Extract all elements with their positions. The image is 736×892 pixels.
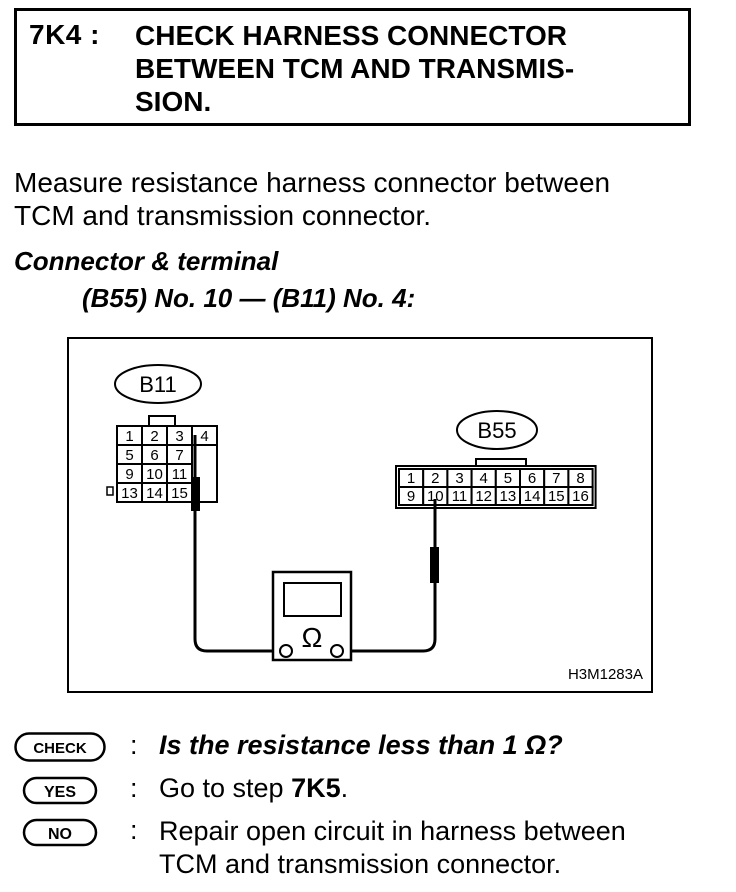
step-title-line: SION. — [135, 86, 212, 117]
b11-pin-number: 5 — [125, 447, 133, 464]
b11-pin-number: 7 — [175, 447, 183, 464]
ohmmeter: Ω — [271, 570, 353, 662]
no-answer: Repair open circuit in harness between T… — [159, 815, 626, 881]
check-badge-label: CHECK — [33, 740, 87, 757]
yes-prefix: Go to step — [159, 773, 292, 803]
yes-step-link[interactable]: 7K5 — [291, 773, 341, 803]
no-answer-line: Repair open circuit in harness between — [159, 816, 626, 846]
b55-pin-number: 16 — [572, 488, 589, 505]
yes-badge: YES — [22, 776, 98, 805]
lead-wire-b55 — [344, 499, 437, 653]
meter-symbol: Ω — [302, 622, 323, 653]
b11-label: B11 — [139, 372, 177, 397]
instruction-line: TCM and transmission connector. — [14, 200, 432, 231]
check-colon: : — [130, 730, 138, 760]
b55-bubble — [456, 410, 538, 450]
b55-pin-number: 4 — [480, 470, 488, 487]
no-answer-line: TCM and transmission connector. — [159, 849, 562, 879]
b55-pin-number: 6 — [528, 470, 536, 487]
no-colon: : — [130, 815, 138, 845]
figure-code: H3M1283A — [568, 666, 643, 683]
b55-pin-number: 3 — [455, 470, 463, 487]
instruction-paragraph: Measure resistance harness connector bet… — [14, 166, 704, 232]
b55-pin-number: 2 — [431, 470, 439, 487]
b11-pin-number: 15 — [171, 485, 188, 502]
b11-pin-number: 13 — [121, 485, 138, 502]
step-title-line: CHECK HARNESS CONNECTOR — [135, 20, 567, 51]
b11-pin-number: 2 — [150, 428, 158, 445]
b11-pin-number: 1 — [125, 428, 133, 445]
yes-badge-label: YES — [44, 784, 76, 801]
step-number: 7K4 : — [29, 19, 100, 50]
b55-pin-number: 11 — [452, 488, 468, 505]
b11-bubble — [114, 364, 202, 404]
spec-value: (B55) No. 10 — (B11) No. 4: — [82, 283, 416, 313]
b55-pin-number: 1 — [407, 470, 415, 487]
probe-b55 — [430, 547, 439, 583]
b55-pin-number: 7 — [552, 470, 560, 487]
b11-pin-number: 9 — [125, 466, 133, 483]
b11-pin-number: 6 — [150, 447, 158, 464]
step-header-box: 7K4 : CHECK HARNESS CONNECTOR BETWEEN TC… — [14, 8, 691, 126]
b11-pin-number: 14 — [146, 485, 163, 502]
b11-pin-number: 4 — [200, 428, 208, 445]
b11-pin-number: 3 — [175, 428, 183, 445]
b11-pin-number: 10 — [146, 466, 163, 483]
check-question: Is the resistance less than 1 Ω? — [159, 730, 563, 760]
b55-pin-cell — [567, 486, 594, 506]
spec-label: Connector & terminal — [14, 246, 279, 276]
b55-label: B55 — [477, 418, 516, 443]
b55-pin-number: 8 — [576, 470, 584, 487]
check-badge: CHECK — [14, 732, 106, 762]
b55-pin-number: 14 — [524, 488, 541, 505]
probe-b11 — [191, 477, 200, 511]
instruction-line: Measure resistance harness connector bet… — [14, 167, 611, 198]
step-title: CHECK HARNESS CONNECTOR BETWEEN TCM AND … — [135, 19, 655, 118]
b55-pin-number: 15 — [548, 488, 565, 505]
b55-pin-number: 9 — [407, 488, 415, 505]
yes-colon: : — [130, 773, 138, 803]
b55-pin-number: 10 — [427, 488, 444, 505]
b11-pin-number: 11 — [172, 466, 188, 483]
yes-answer: Go to step 7K5. — [159, 773, 348, 804]
b55-pin-number: 5 — [504, 470, 512, 487]
no-badge: NO — [22, 818, 98, 847]
yes-suffix: . — [340, 773, 349, 803]
b55-pin-number: 12 — [475, 488, 492, 505]
lead-wire-b11 — [193, 435, 279, 653]
b55-pin-number: 13 — [500, 488, 517, 505]
step-title-line: BETWEEN TCM AND TRANSMIS- — [135, 53, 575, 84]
no-badge-label: NO — [48, 826, 72, 843]
